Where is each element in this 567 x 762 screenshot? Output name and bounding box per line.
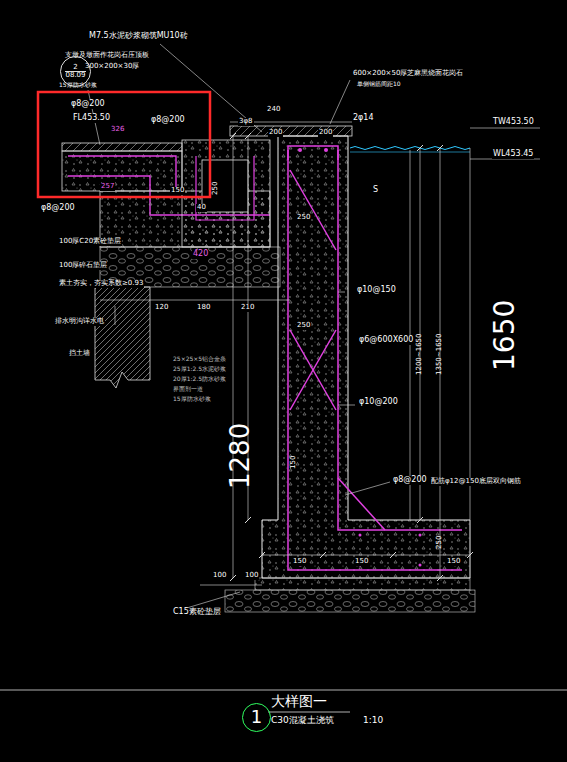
callout-text: 08.09 <box>65 71 85 79</box>
dimension-label: S <box>372 186 379 195</box>
dimension-label: 1200~1650 <box>416 333 424 377</box>
dimension-label: 200 <box>268 129 283 137</box>
dimension-label: 1:10 <box>362 716 384 726</box>
dimension-label: 2φ14 <box>352 114 375 123</box>
dimension-label: 600×200×50厚芝麻黑烧面花岗石 <box>352 70 464 78</box>
dimension-label: 250 <box>296 214 311 222</box>
dimension-label: WL453.45 <box>492 150 534 159</box>
dimension-label: FL453.50 <box>72 114 111 123</box>
dimension-label: 120 <box>154 304 169 312</box>
dimension-label: 1280 <box>226 422 255 490</box>
dimension-label: 25厚1:2.5水泥砂浆 <box>172 366 227 373</box>
dimension-label: 100厚C20素砼垫层 <box>58 238 122 246</box>
dimension-label: 257 <box>100 183 115 191</box>
dimension-label: 250 <box>212 181 220 196</box>
callout-text: 1 <box>251 708 262 727</box>
dimension-label: 100 <box>244 572 259 580</box>
dimension-label: 150 <box>446 558 461 566</box>
dimension-label: 250 <box>296 322 311 330</box>
dimension-label: 20厚1:2.5防水砂浆 <box>172 376 227 383</box>
dimension-label: φ6@600X600 <box>358 336 414 345</box>
dimension-label: C15素砼垫层 <box>172 608 222 617</box>
dimension-label: 210 <box>240 304 255 312</box>
dimension-label: 配筋φ12@150底层双向钢筋 <box>430 478 522 486</box>
dimension-label: φ10@150 <box>356 286 397 295</box>
dimension-label: 界面剂一道 <box>172 386 204 393</box>
dimension-label: φ8@200 <box>392 476 428 485</box>
dimension-label: 3φ8 <box>238 118 254 126</box>
dimension-label: 100厚碎石垫层 <box>58 262 108 270</box>
dimension-label: 挡土墙 <box>68 350 91 358</box>
dimension-label: 250 <box>436 535 444 550</box>
dimension-label: 150 <box>292 558 307 566</box>
dimension-label: 15厚防水砂浆 <box>172 396 212 403</box>
dimension-label: 200 <box>318 129 333 137</box>
dimension-label: φ8@200 <box>70 100 106 109</box>
dimension-label: 15厚防水砂浆 <box>58 82 98 89</box>
dimension-label: 1650 <box>490 299 521 372</box>
dimension-label: 240 <box>266 106 281 114</box>
dimension-label: 150 <box>354 558 369 566</box>
callout-circle: 1 <box>242 703 271 732</box>
callout-circle: 208.09 <box>60 56 91 87</box>
dimension-label: φ8@200 <box>150 116 186 125</box>
dimension-label: 150 <box>290 455 298 470</box>
dimension-label: φ10@200 <box>358 398 399 407</box>
dimension-label: TW453.50 <box>492 118 535 127</box>
dimension-label: M7.5水泥砂浆砌筑MU10砖 <box>88 32 189 41</box>
dimension-label: 40 <box>196 204 207 212</box>
dimension-label: 100 <box>212 572 227 580</box>
dimension-label: 素土夯实，夯实系数≥0.93 <box>58 280 144 288</box>
dimension-label: 25×25×5铝合金条 <box>172 356 227 363</box>
dimension-label: 排水明沟详水电 <box>54 318 105 326</box>
dimension-label: 180 <box>196 304 211 312</box>
dimension-label: 1350~1650 <box>436 333 444 377</box>
dimension-label: 326 <box>110 126 125 134</box>
dimension-label: φ8@200 <box>40 204 76 213</box>
dimension-label: 300×200×30厚 <box>84 63 140 71</box>
dimension-label: 150 <box>170 187 185 195</box>
dimension-label: 单侧钢筋间距10 <box>356 81 402 88</box>
dimension-label: C30混凝土浇筑 <box>270 716 335 726</box>
drawing-title: 大样图一 <box>270 694 328 709</box>
dimension-label: 420 <box>192 250 209 259</box>
callout-text: 2 <box>73 64 77 71</box>
